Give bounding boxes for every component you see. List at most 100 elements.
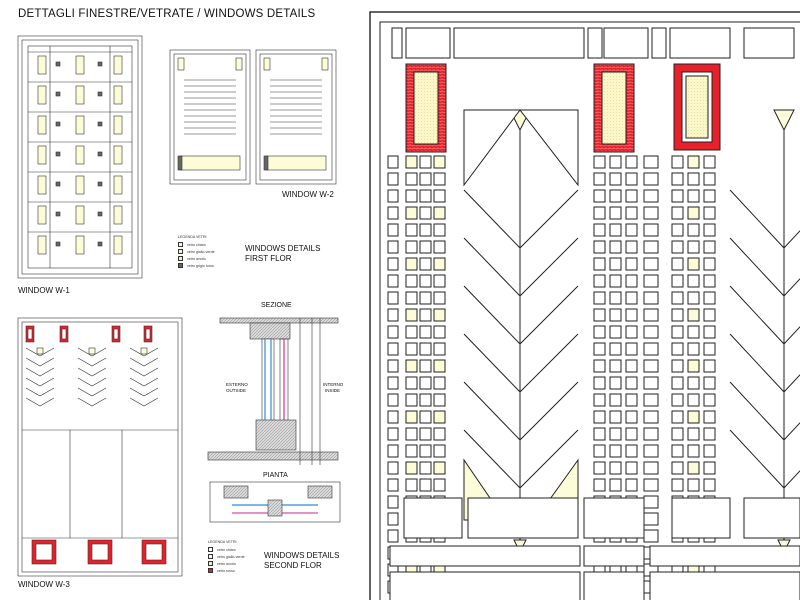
legend-item: vetro chiaro: [208, 546, 245, 553]
square-pane: [433, 325, 446, 339]
glass-pane-smoke: [263, 155, 269, 171]
edge-pane: [643, 461, 659, 475]
square-pane: [703, 189, 716, 203]
square-pane-yellow: [405, 359, 418, 373]
lead-path: [77, 367, 107, 377]
square-pane: [703, 257, 716, 271]
swatch: [178, 242, 183, 247]
square-pane: [593, 223, 606, 237]
square-pane: [703, 359, 716, 373]
square-pane-yellow: [687, 410, 700, 424]
edge-pane: [643, 240, 659, 254]
lead-path: [129, 387, 159, 397]
square-pane: [703, 427, 716, 441]
square-pane: [433, 478, 446, 492]
square-pane: [609, 257, 622, 271]
bottom-pane: [743, 497, 800, 539]
legend-item: vetro avorio: [208, 560, 245, 567]
square-pane: [593, 240, 606, 254]
edge-pane: [387, 427, 399, 441]
square-pane: [609, 376, 622, 390]
square-pane: [703, 155, 716, 169]
bottom-pane: [467, 497, 579, 539]
bottom-pane: [389, 571, 581, 600]
square-pane: [593, 393, 606, 407]
edge-pane: [387, 155, 399, 169]
square-pane: [703, 410, 716, 424]
edge-pane: [387, 172, 399, 186]
top-pane: [669, 27, 731, 59]
square-pane: [625, 478, 638, 492]
square-pane: [419, 223, 432, 237]
square-pane: [671, 240, 684, 254]
legend-item: vetro grigio fumo: [178, 262, 215, 269]
details-second-line1: WINDOWS DETAILS: [264, 551, 340, 560]
square-pane: [433, 342, 446, 356]
square-pane: [593, 410, 606, 424]
square-pane: [609, 359, 622, 373]
edge-pane: [643, 410, 659, 424]
square-pane: [593, 444, 606, 458]
square-pane-yellow: [433, 308, 446, 322]
square-pane: [593, 325, 606, 339]
square-pane: [609, 427, 622, 441]
window-w2-drawing: [169, 49, 337, 185]
square-pane: [625, 393, 638, 407]
lead-path: [25, 367, 55, 377]
square-pane: [671, 444, 684, 458]
glass-pane-inner: [35, 543, 53, 561]
square-pane: [625, 240, 638, 254]
square-pane: [703, 376, 716, 390]
swatch: [208, 554, 213, 559]
edge-pane: [387, 223, 399, 237]
outside-label-it: ESTERNO: [226, 382, 248, 387]
lead-path: [25, 347, 55, 357]
square-pane: [703, 478, 716, 492]
glass-pane-yellow: [37, 175, 47, 195]
square-pane: [687, 444, 700, 458]
lead-path: [129, 357, 159, 367]
square-pane-yellow: [433, 206, 446, 220]
square-pane-yellow: [687, 206, 700, 220]
square-pane: [433, 172, 446, 186]
glass-pane-yellow: [75, 175, 85, 195]
edge-pane: [387, 410, 399, 424]
glass-pane-smoke: [55, 211, 61, 217]
legend-label: vetro chiaro: [217, 547, 236, 552]
edge-pane: [643, 257, 659, 271]
glass-pane-inner: [61, 328, 67, 340]
square-pane: [625, 223, 638, 237]
glass-pane-smoke: [55, 91, 61, 97]
square-pane: [405, 427, 418, 441]
square-pane: [625, 359, 638, 373]
edge-pane: [643, 274, 659, 288]
square-pane: [671, 257, 684, 271]
edge-pane: [387, 393, 399, 407]
legend-first-floor: LEGENDA VETRI vetro chiaro vetro giallo-…: [178, 235, 215, 269]
square-pane: [593, 206, 606, 220]
square-pane: [703, 291, 716, 305]
edge-pane: [387, 291, 399, 305]
square-pane: [703, 393, 716, 407]
square-pane: [687, 427, 700, 441]
square-pane: [687, 274, 700, 288]
edge-pane: [387, 206, 399, 220]
lead-path: [77, 347, 107, 357]
square-pane: [433, 444, 446, 458]
lead-path: [25, 357, 55, 367]
lead-path: [25, 387, 55, 397]
square-pane: [419, 478, 432, 492]
edge-pane: [643, 529, 659, 543]
square-pane: [419, 393, 432, 407]
square-pane-yellow: [687, 359, 700, 373]
glass-pane-smoke: [55, 241, 61, 247]
lead-path: [129, 367, 159, 377]
glass-pane-yellow: [113, 235, 123, 255]
top-pane: [651, 27, 667, 59]
square-pane: [609, 274, 622, 288]
square-pane: [671, 189, 684, 203]
lead-path: [129, 397, 159, 407]
window-w1-drawing: [17, 35, 143, 279]
details-second-line2: SECOND FLOR: [264, 561, 322, 570]
